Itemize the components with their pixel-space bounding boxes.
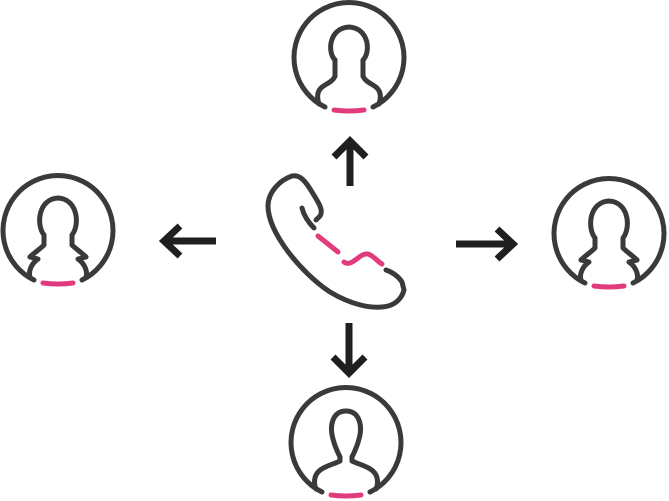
- contact-left: [0, 173, 116, 287]
- female-user-icon: [291, 0, 407, 114]
- arrow-down: [330, 323, 368, 378]
- arrow-right: [456, 226, 519, 262]
- arrow-left: [158, 223, 216, 259]
- contact-bottom: [288, 385, 404, 499]
- female-user-icon: [551, 176, 667, 290]
- contact-right: [551, 176, 667, 290]
- contact-top: [291, 0, 407, 114]
- female-user-icon: [0, 173, 116, 287]
- male-user-icon: [288, 385, 404, 499]
- phone-handset-icon: [265, 173, 407, 310]
- arrow-up: [331, 136, 369, 186]
